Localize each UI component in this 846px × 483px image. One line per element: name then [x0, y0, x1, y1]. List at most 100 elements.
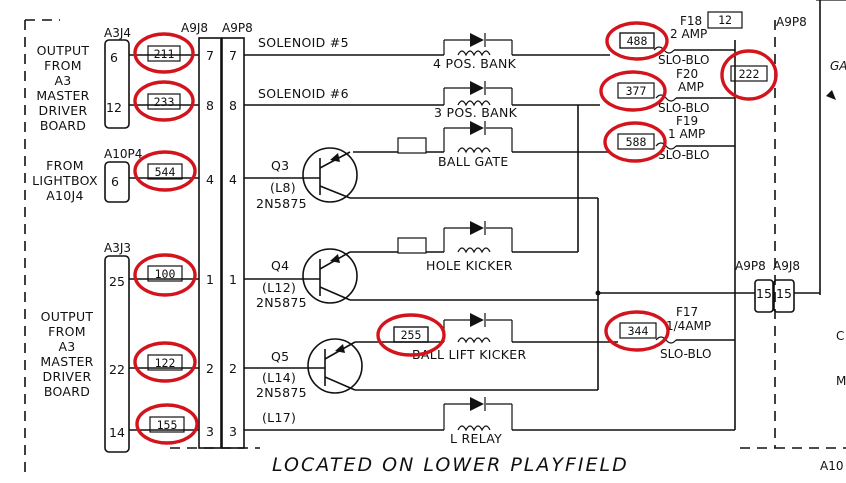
svg-text:255: 255 [401, 328, 422, 342]
svg-text:(L14): (L14) [262, 370, 296, 385]
highlight-255 [376, 313, 446, 357]
svg-text:14: 14 [109, 425, 125, 440]
svg-text:AMP: AMP [678, 80, 704, 94]
svg-text:8: 8 [229, 98, 237, 113]
svg-text:488: 488 [627, 34, 648, 48]
board-outline [24, 0, 846, 478]
row-solenoid-6: SOLENOID #6 3 POS. BANK [244, 81, 600, 120]
svg-text:BOARD: BOARD [40, 118, 86, 133]
svg-text:LIGHTBOX: LIGHTBOX [32, 173, 98, 188]
wire-box-344: 344 [619, 322, 657, 339]
svg-text:155: 155 [157, 418, 178, 432]
highlight-544 [133, 150, 197, 192]
svg-text:OUTPUT: OUTPUT [41, 309, 94, 324]
svg-text:377: 377 [626, 84, 647, 98]
row-solenoid-5: SOLENOID #5 4 POS. BANK [244, 33, 610, 71]
connector-a3j3: A3J3 25 22 14 [104, 241, 131, 453]
svg-text:A9J8: A9J8 [181, 21, 208, 35]
svg-text:1/4AMP: 1/4AMP [666, 319, 711, 333]
transistor-q4: Q4 (L12) 2N5875 [244, 248, 358, 310]
svg-text:F20: F20 [676, 67, 698, 81]
wire-box-155: 155 [149, 416, 185, 433]
svg-text:7: 7 [229, 48, 237, 63]
left-label-output-bottom: OUTPUT FROM A3 MASTER DRIVER BOARD [40, 309, 93, 399]
svg-text:A3: A3 [54, 73, 71, 88]
connector-label-a10: A10 [820, 459, 843, 473]
left-wires [129, 54, 199, 431]
row-l-relay: (L17) L RELAY [244, 40, 736, 446]
svg-text:2N5875: 2N5875 [256, 295, 307, 310]
svg-text:FROM: FROM [48, 324, 86, 339]
svg-text:4: 4 [229, 172, 237, 187]
wire-box-233: 233 [147, 93, 181, 110]
svg-text:1: 1 [229, 272, 237, 287]
svg-text:12: 12 [106, 100, 122, 115]
row-ball-gate: BALL GATE [353, 121, 610, 169]
highlight-377 [599, 70, 667, 112]
highlight-100 [133, 253, 197, 297]
arrow-icon [826, 90, 836, 100]
svg-text:SOLENOID #6: SOLENOID #6 [258, 86, 349, 101]
svg-text:OUTPUT: OUTPUT [37, 43, 90, 58]
svg-text:A3J3: A3J3 [104, 241, 131, 255]
svg-text:(L17): (L17) [262, 410, 296, 425]
transistor-q3: Q3 (L8) 2N5875 [244, 147, 358, 211]
wire-box-122: 122 [147, 354, 183, 371]
left-label-output-top: OUTPUT FROM A3 MASTER DRIVER BOARD [36, 43, 89, 133]
svg-text:4 POS. BANK: 4 POS. BANK [433, 56, 517, 71]
svg-text:22: 22 [109, 362, 125, 377]
svg-text:SLO-BLO: SLO-BLO [658, 101, 710, 115]
svg-text:3 POS. BANK: 3 POS. BANK [434, 105, 518, 120]
svg-text:BALL LIFT KICKER: BALL LIFT KICKER [412, 347, 526, 362]
wire-box-377: 377 [617, 82, 655, 99]
svg-text:2 AMP: 2 AMP [670, 27, 707, 41]
wire-box-12: 12 [707, 11, 743, 29]
svg-text:Q5: Q5 [271, 349, 289, 364]
transistor-q5: Q5 (L14) 2N5875 [244, 338, 363, 400]
svg-text:344: 344 [628, 324, 649, 338]
footer-location-label: LOCATED ON LOWER PLAYFIELD [272, 454, 629, 476]
wire-box-211: 211 [147, 45, 181, 62]
svg-text:233: 233 [154, 95, 175, 109]
svg-text:A9P8: A9P8 [735, 259, 766, 273]
svg-text:25: 25 [109, 274, 125, 289]
svg-text:3: 3 [206, 424, 214, 439]
wire-box-100: 100 [147, 265, 183, 282]
svg-text:A3: A3 [58, 339, 75, 354]
highlight-588 [603, 121, 667, 163]
right-edge-c: C [836, 329, 844, 343]
highlight-155 [135, 403, 199, 445]
wire-box-588: 588 [617, 133, 655, 150]
highlight-344 [604, 310, 670, 352]
wire-box-544: 544 [147, 163, 183, 180]
svg-text:2: 2 [229, 361, 237, 376]
svg-text:(L12): (L12) [262, 280, 296, 295]
svg-text:SLO-BLO: SLO-BLO [658, 148, 710, 162]
svg-text:122: 122 [155, 356, 176, 370]
svg-text:FROM: FROM [46, 158, 84, 173]
svg-text:A10P4: A10P4 [104, 147, 142, 161]
svg-text:15: 15 [756, 286, 772, 301]
svg-text:DRIVER: DRIVER [43, 369, 92, 384]
connector-a3j4: A3J4 6 12 [104, 26, 131, 129]
highlight-488 [605, 21, 669, 61]
wire-box-255: 255 [393, 326, 429, 343]
svg-text:15: 15 [776, 286, 792, 301]
emitter-wires [350, 197, 755, 391]
svg-text:1 AMP: 1 AMP [668, 127, 705, 141]
svg-text:SLO-BLO: SLO-BLO [658, 53, 710, 67]
svg-text:2N5875: 2N5875 [256, 385, 307, 400]
svg-text:DRIVER: DRIVER [39, 103, 88, 118]
svg-text:FROM: FROM [44, 58, 82, 73]
svg-text:3: 3 [229, 424, 237, 439]
highlight-233 [133, 80, 195, 122]
connector-a9j8-a9p8: A9J8 A9P8 7 7 8 8 4 4 1 1 2 2 3 3 [181, 21, 253, 449]
row-hole-kicker: HOLE KICKER [350, 105, 579, 273]
svg-text:A3J4: A3J4 [104, 26, 131, 40]
svg-text:A10J4: A10J4 [46, 188, 84, 203]
wire-box-222: 222 [730, 65, 768, 82]
left-label-lightbox: FROM LIGHTBOX A10J4 [32, 158, 98, 203]
highlight-122 [133, 341, 197, 383]
